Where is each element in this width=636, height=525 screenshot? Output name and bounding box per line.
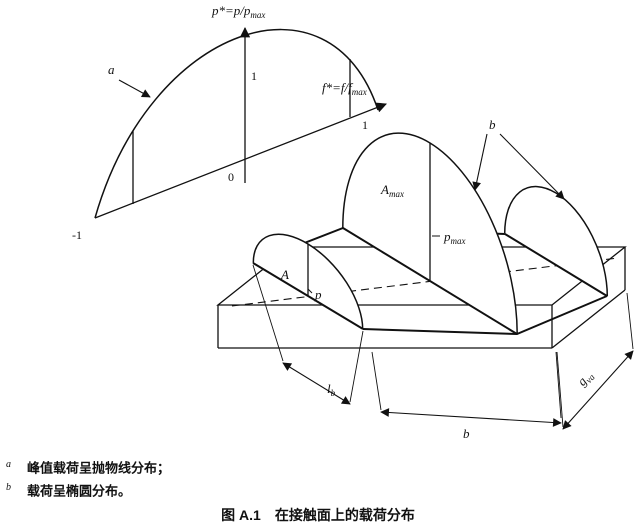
dim-g-extension-1	[556, 351, 564, 428]
dim-b-extension-1	[371, 351, 382, 411]
plate-bottom-right-edge	[551, 289, 626, 349]
dim-lb-line	[282, 362, 351, 405]
dim-lb-extension-2	[349, 330, 364, 403]
figure-title: 在接触面上的载荷分布	[274, 507, 415, 523]
dim-b-label: b	[463, 426, 470, 441]
figure-number: 图 A.1	[221, 507, 261, 523]
pressure-leader	[307, 288, 313, 294]
pressure-label: p	[314, 287, 322, 302]
p-axis-tick-1: 1	[251, 69, 257, 83]
figure-caption: 图 A.1 在接触面上的载荷分布	[0, 505, 636, 525]
area-max-label: Amax	[380, 182, 404, 199]
pressure-max-label: pmax	[443, 229, 466, 246]
footnote-b: b 载荷呈椭圆分布。	[6, 476, 636, 499]
footnote-a-marker: a	[6, 459, 11, 470]
parabola-curve	[94, 28, 379, 219]
footnote-a: a 峰值载荷呈抛物线分布；	[6, 453, 636, 476]
callout-b-arrow-left	[472, 133, 488, 191]
dim-b-line	[380, 408, 562, 427]
figure-canvas: p*=p/pmax 1 f*=f/fmax 1 0 -1 a Amax pmax…	[72, 3, 636, 441]
footnote-b-marker: b	[6, 482, 11, 493]
f-axis-tick-1: 1	[362, 118, 368, 132]
dim-g-label: gva	[574, 367, 597, 390]
p-axis-label: p*=p/pmax	[211, 3, 265, 20]
dim-g-line	[562, 350, 634, 430]
callout-a-arrow	[118, 79, 151, 98]
f-axis-tick-neg1: -1	[72, 228, 82, 242]
f-axis-label: f*=f/fmax	[322, 80, 367, 97]
callout-b-label: b	[489, 117, 496, 132]
f-axis	[94, 102, 387, 219]
callout-a-label: a	[108, 62, 115, 77]
ellipse-right	[505, 162, 608, 296]
callout-b-arrow-right	[499, 133, 565, 200]
footnotes: a 峰值载荷呈抛物线分布； b 载荷呈椭圆分布。	[0, 453, 636, 499]
footnote-b-text: 载荷呈椭圆分布。	[27, 483, 132, 499]
dim-b-extension-2	[555, 351, 562, 419]
footnote-a-text: 峰值载荷呈抛物线分布；	[27, 460, 171, 476]
dim-g-extension-2	[626, 292, 634, 350]
origin-label: 0	[228, 170, 234, 184]
ellipse-right-base	[504, 233, 608, 297]
dim-lb-extension-1	[252, 264, 284, 362]
area-label: A	[280, 267, 289, 282]
dim-lb-label: lb	[327, 381, 336, 398]
